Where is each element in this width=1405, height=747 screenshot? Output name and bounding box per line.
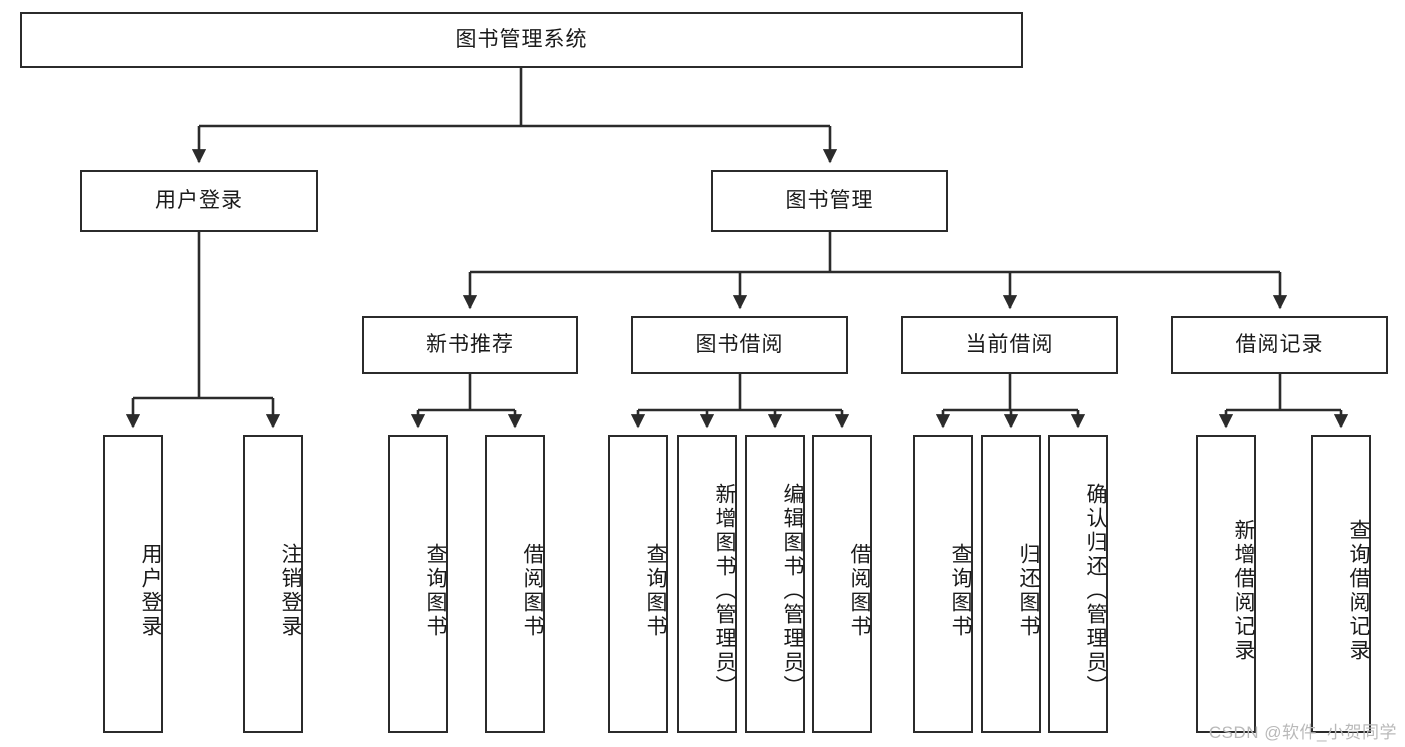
- node-label: 当前借阅: [965, 332, 1054, 356]
- node-leaf-add-borrow-record[interactable]: 新增借阅记录: [1196, 435, 1256, 733]
- node-label: 新增图书（管理员）: [713, 483, 736, 699]
- csdn-watermark: CSDN @软件_小贺同学: [1208, 723, 1397, 742]
- node-user-login[interactable]: 用户登录: [80, 170, 318, 232]
- node-leaf-logout[interactable]: 注销登录: [243, 435, 303, 733]
- node-label: 借阅记录: [1235, 332, 1324, 356]
- node-label: 用户登录: [139, 543, 162, 639]
- node-leaf-confirm-return-admin[interactable]: 确认归还（管理员）: [1048, 435, 1108, 733]
- node-leaf-query-book-recommend[interactable]: 查询图书: [388, 435, 448, 733]
- node-book-management[interactable]: 图书管理: [711, 170, 948, 232]
- node-new-book-recommend[interactable]: 新书推荐: [362, 316, 578, 374]
- node-leaf-edit-book-admin[interactable]: 编辑图书（管理员）: [745, 435, 805, 733]
- node-leaf-add-book-admin[interactable]: 新增图书（管理员）: [677, 435, 737, 733]
- node-label: 查询借阅记录: [1347, 519, 1370, 663]
- node-leaf-query-book[interactable]: 查询图书: [608, 435, 668, 733]
- node-leaf-user-login[interactable]: 用户登录: [103, 435, 163, 733]
- node-label: 用户登录: [155, 188, 243, 212]
- node-label: 新书推荐: [426, 332, 514, 356]
- node-borrow-record[interactable]: 借阅记录: [1171, 316, 1388, 374]
- node-root-system[interactable]: 图书管理系统: [20, 12, 1023, 68]
- node-label: 新增借阅记录: [1232, 519, 1255, 663]
- node-book-borrow[interactable]: 图书借阅: [631, 316, 848, 374]
- node-label: 编辑图书（管理员）: [781, 483, 804, 699]
- node-current-borrow[interactable]: 当前借阅: [901, 316, 1118, 374]
- node-label: 借阅图书: [521, 543, 544, 639]
- node-label: 图书管理: [785, 188, 874, 212]
- node-leaf-return-book[interactable]: 归还图书: [981, 435, 1041, 733]
- node-leaf-borrow-book-recommend[interactable]: 借阅图书: [485, 435, 545, 733]
- node-label: 查询图书: [644, 543, 667, 639]
- node-leaf-query-book-current[interactable]: 查询图书: [913, 435, 973, 733]
- node-label: 图书管理系统: [455, 27, 588, 51]
- node-leaf-query-borrow-record[interactable]: 查询借阅记录: [1311, 435, 1371, 733]
- node-leaf-borrow-book[interactable]: 借阅图书: [812, 435, 872, 733]
- node-label: 确认归还（管理员）: [1084, 483, 1107, 699]
- node-label: 查询图书: [424, 543, 447, 639]
- node-label: 借阅图书: [848, 543, 871, 639]
- node-label: 查询图书: [949, 543, 972, 639]
- node-label: 归还图书: [1017, 543, 1040, 639]
- node-label: 注销登录: [279, 543, 302, 639]
- node-label: 图书借阅: [695, 332, 784, 356]
